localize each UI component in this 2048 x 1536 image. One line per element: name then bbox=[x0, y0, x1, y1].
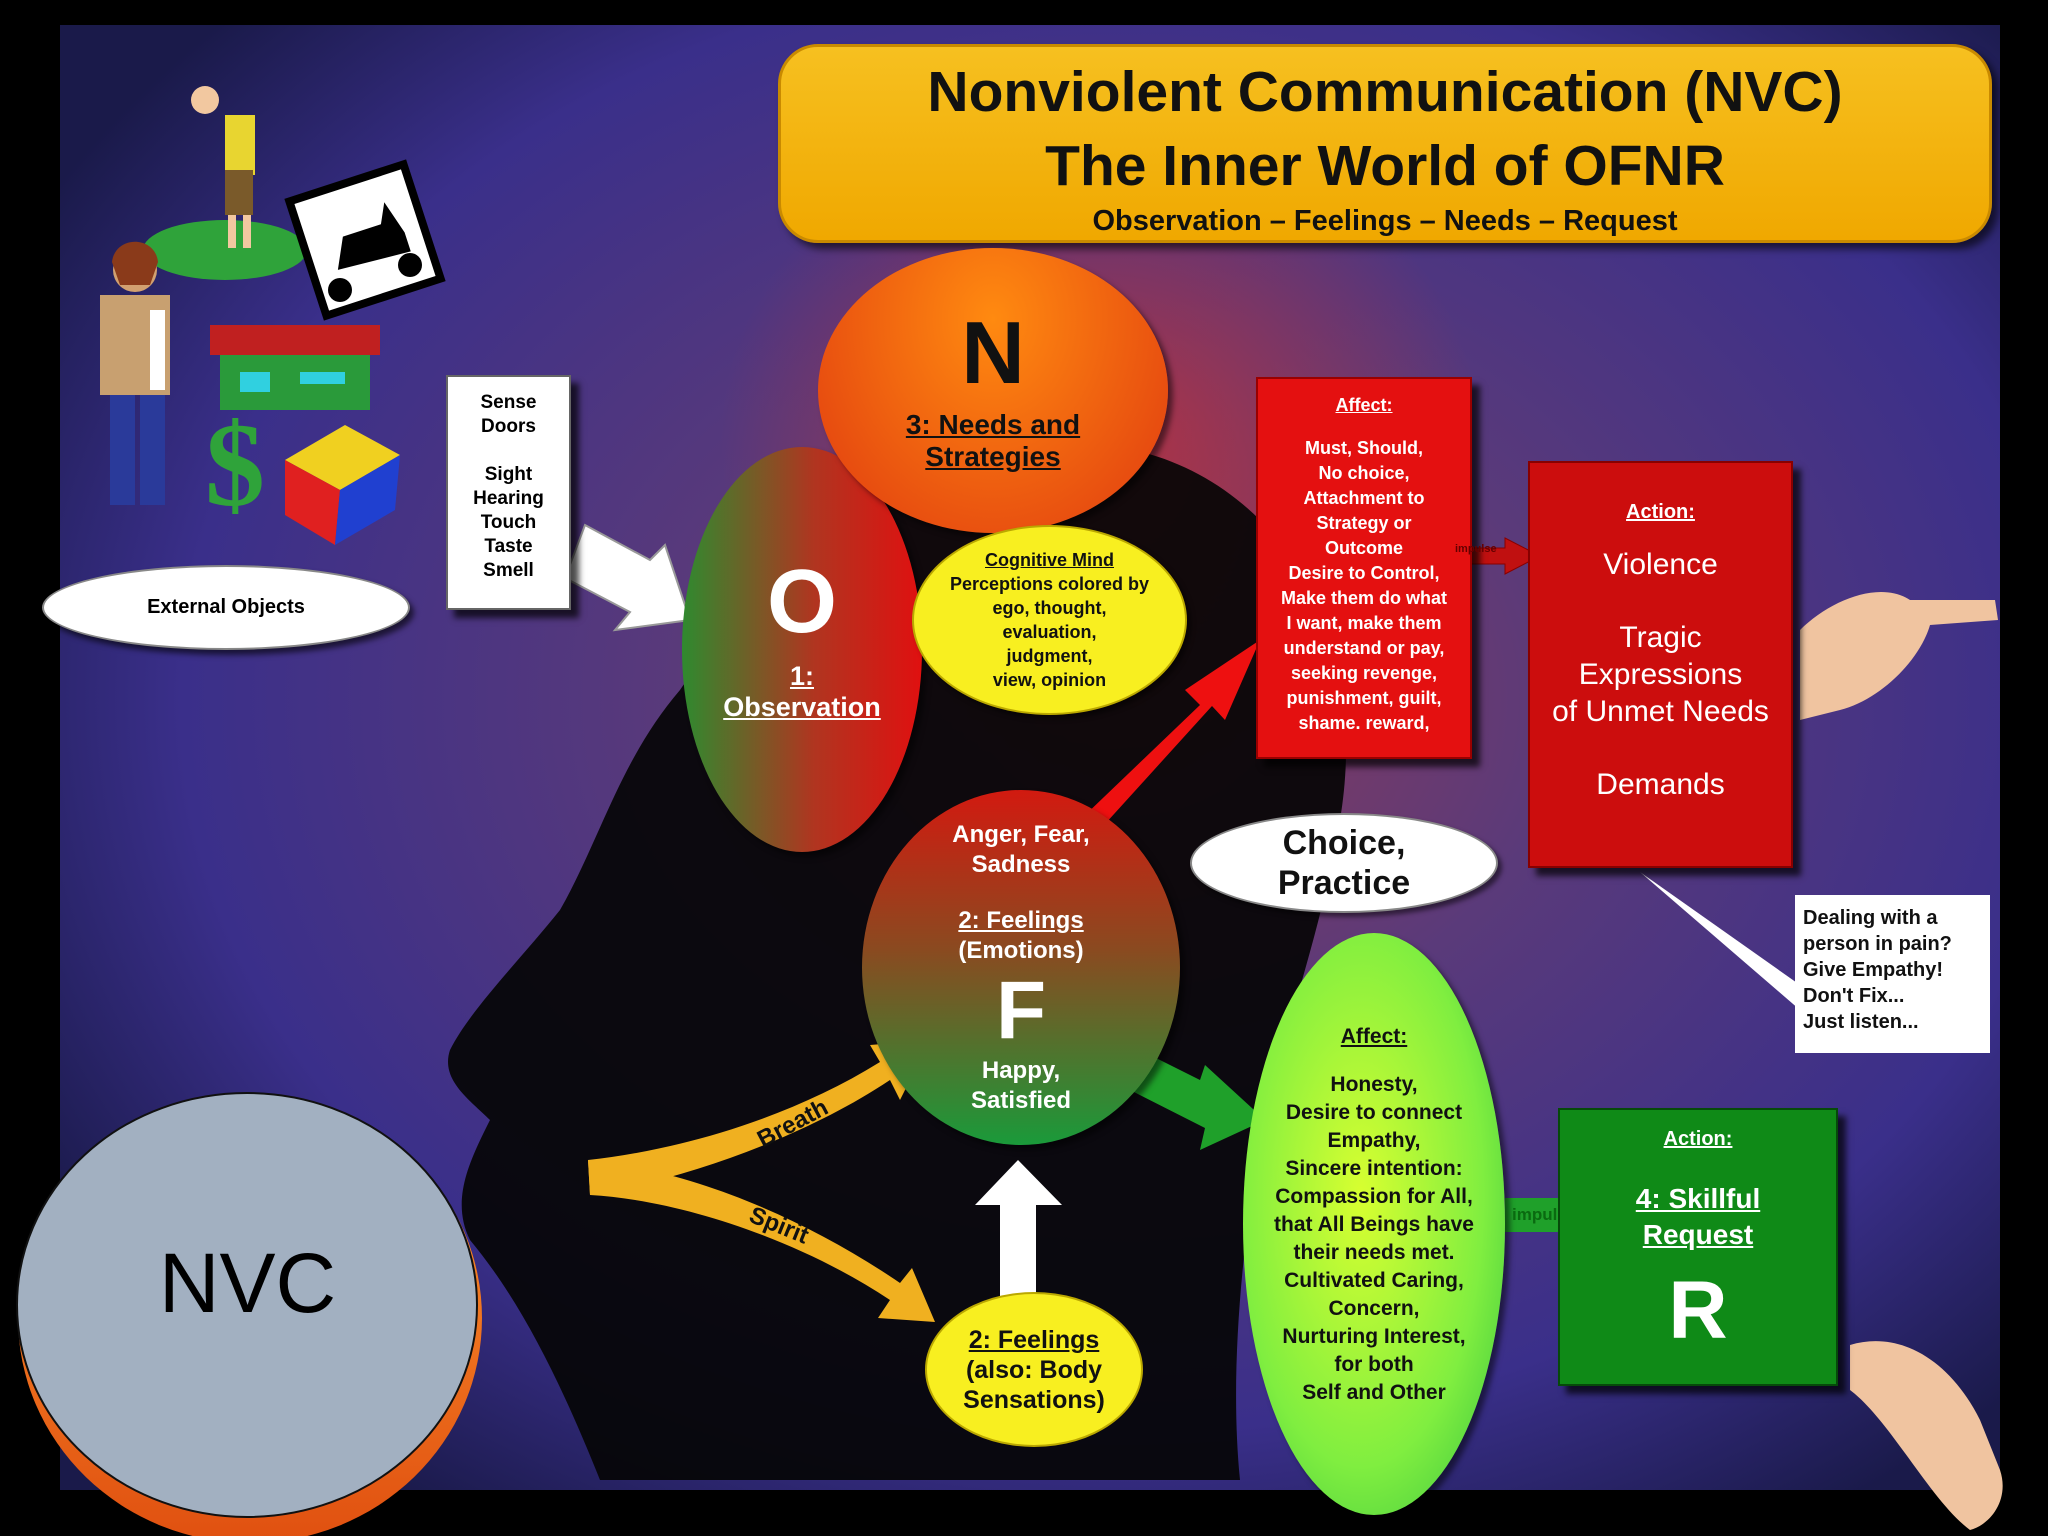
sense-taste: Taste bbox=[484, 536, 533, 557]
feelings-negative-1: Anger, Fear, bbox=[952, 820, 1090, 848]
sense-smell: Smell bbox=[483, 560, 534, 581]
empathy-line-2: person in pain? bbox=[1803, 933, 1952, 955]
red-action-tragic-1: Tragic bbox=[1619, 621, 1702, 654]
title-line-1: Nonviolent Communication (NVC) bbox=[927, 60, 1843, 124]
practice-line: Practice bbox=[1277, 864, 1411, 902]
green-affect-ellipse: Affect: Honesty, Desire to connect Empat… bbox=[1243, 933, 1505, 1515]
red-affect-line-2: No choice, bbox=[1318, 463, 1410, 483]
feelings-sublabel: (Emotions) bbox=[958, 936, 1084, 964]
cognitive-mind-line-1: Perceptions colored by bbox=[949, 574, 1150, 594]
needs-label-2: Strategies bbox=[925, 440, 1061, 472]
title-banner: Nonviolent Communication (NVC) The Inner… bbox=[778, 44, 1992, 243]
sense-touch: Touch bbox=[480, 512, 537, 533]
green-action-label-2: Request bbox=[1642, 1219, 1754, 1250]
choice-practice-ellipse: Choice, Practice bbox=[1190, 813, 1498, 913]
red-affect-line-4: Strategy or bbox=[1316, 513, 1412, 533]
green-affect-line-11: for both bbox=[1334, 1353, 1414, 1376]
external-objects-label: External Objects bbox=[42, 565, 410, 650]
red-affect-line-12: shame. reward, bbox=[1298, 713, 1430, 733]
empathy-line-1: Dealing with a bbox=[1803, 907, 1938, 929]
feelings-label: 2: Feelings bbox=[958, 906, 1084, 934]
red-affect-line-7: Make them do what bbox=[1280, 588, 1448, 608]
external-objects-text: External Objects bbox=[147, 596, 305, 618]
empathy-callout: Dealing with a person in pain? Give Empa… bbox=[1795, 895, 1990, 1053]
green-affect-line-3: Empathy, bbox=[1327, 1129, 1421, 1152]
red-action-demands: Demands bbox=[1596, 768, 1725, 801]
body-sensations-line-2: Sensations) bbox=[963, 1385, 1105, 1414]
green-affect-line-6: that All Beings have bbox=[1274, 1213, 1474, 1236]
sense-doors-card: Sense Doors Sight Hearing Touch Taste Sm… bbox=[446, 375, 571, 610]
sense-sight: Sight bbox=[484, 464, 533, 485]
empathy-line-3: Give Empathy! bbox=[1803, 959, 1944, 981]
green-action-label-1: 4: Skillful bbox=[1635, 1183, 1761, 1214]
cognitive-mind-title: Cognitive Mind bbox=[985, 550, 1114, 570]
choice-line: Choice, bbox=[1282, 824, 1406, 862]
green-action-letter: R bbox=[1668, 1265, 1728, 1356]
title-subtitle: Observation – Feelings – Needs – Request bbox=[1092, 205, 1678, 237]
cognitive-mind-line-3: evaluation, bbox=[1002, 622, 1097, 642]
red-affect-line-1: Must, Should, bbox=[1305, 438, 1423, 458]
green-affect-line-9: Concern, bbox=[1328, 1297, 1420, 1320]
empathy-line-5: Just listen... bbox=[1803, 1011, 1919, 1033]
svg-text:$: $ bbox=[205, 398, 265, 531]
red-affect-line-9: understand or pay, bbox=[1283, 638, 1445, 658]
needs-label-1: 3: Needs and bbox=[905, 408, 1081, 440]
empathy-line-4: Don't Fix... bbox=[1803, 985, 1905, 1007]
sense-doors-title-2: Doors bbox=[481, 416, 536, 437]
cognitive-mind-line-2: ego, thought, bbox=[992, 598, 1107, 618]
red-action-violence: Violence bbox=[1603, 548, 1718, 581]
feelings-positive-2: Satisfied bbox=[970, 1086, 1072, 1114]
green-affect-line-8: Cultivated Caring, bbox=[1284, 1269, 1464, 1292]
feelings-positive-1: Happy, bbox=[981, 1056, 1061, 1084]
green-affect-line-2: Desire to connect bbox=[1285, 1101, 1463, 1124]
nvc-badge-label: NVC bbox=[158, 1236, 337, 1330]
cognitive-mind-line-5: view, opinion bbox=[992, 670, 1107, 690]
body-sensations-label: 2: Feelings bbox=[968, 1325, 1100, 1354]
needs-letter: N bbox=[961, 302, 1025, 402]
green-affect-line-10: Nurturing Interest, bbox=[1282, 1325, 1466, 1348]
feelings-ellipse: Anger, Fear, Sadness 2: Feelings (Emotio… bbox=[862, 790, 1180, 1145]
cognitive-mind-line-4: judgment, bbox=[1006, 646, 1093, 666]
observation-letter: O bbox=[766, 551, 837, 652]
green-affect-title: Affect: bbox=[1340, 1025, 1408, 1048]
red-affect-line-10: seeking revenge, bbox=[1290, 663, 1438, 683]
sense-hearing: Hearing bbox=[473, 488, 544, 509]
red-action-tragic-2: Expressions bbox=[1578, 658, 1743, 691]
red-affect-line-3: Attachment to bbox=[1303, 488, 1425, 508]
red-action-tragic-3: of Unmet Needs bbox=[1552, 695, 1769, 728]
red-action-card: Action: Violence Tragic Expressions of U… bbox=[1528, 461, 1793, 868]
observation-label: Observation bbox=[723, 691, 881, 722]
red-impulse-label: impulse bbox=[1455, 543, 1497, 555]
body-sensations-line-1: (also: Body bbox=[965, 1355, 1103, 1384]
red-affect-line-11: punishment, guilt, bbox=[1286, 688, 1442, 708]
red-affect-line-6: Desire to Control, bbox=[1288, 563, 1440, 583]
observation-ellipse: O 1: Observation bbox=[682, 447, 922, 852]
body-sensations-ellipse: 2: Feelings (also: Body Sensations) bbox=[925, 1292, 1143, 1447]
green-action-card: Action: 4: Skillful Request R bbox=[1558, 1108, 1838, 1386]
feelings-letter: F bbox=[995, 964, 1047, 1056]
red-action-title: Action: bbox=[1626, 501, 1695, 523]
sense-doors-title-1: Sense bbox=[480, 392, 537, 413]
green-affect-line-12: Self and Other bbox=[1302, 1381, 1446, 1404]
green-action-title: Action: bbox=[1663, 1128, 1733, 1150]
green-affect-line-4: Sincere intention: bbox=[1285, 1157, 1463, 1180]
red-affect-title: Affect: bbox=[1335, 395, 1393, 415]
observation-number: 1: bbox=[789, 660, 814, 691]
green-affect-line-7: their needs met. bbox=[1293, 1241, 1455, 1264]
red-affect-line-5: Outcome bbox=[1324, 538, 1403, 558]
red-affect-line-8: I want, make them bbox=[1286, 613, 1442, 633]
red-affect-card: Affect: Must, Should, No choice, Attachm… bbox=[1256, 377, 1472, 759]
needs-ellipse: N 3: Needs and Strategies bbox=[818, 248, 1168, 533]
cognitive-mind-ellipse: Cognitive Mind Perceptions colored by eg… bbox=[912, 525, 1187, 715]
title-line-2: The Inner World of OFNR bbox=[1045, 134, 1725, 198]
green-affect-line-5: Compassion for All, bbox=[1275, 1185, 1473, 1208]
green-affect-line-1: Honesty, bbox=[1330, 1073, 1418, 1096]
feelings-negative-2: Sadness bbox=[971, 850, 1071, 878]
